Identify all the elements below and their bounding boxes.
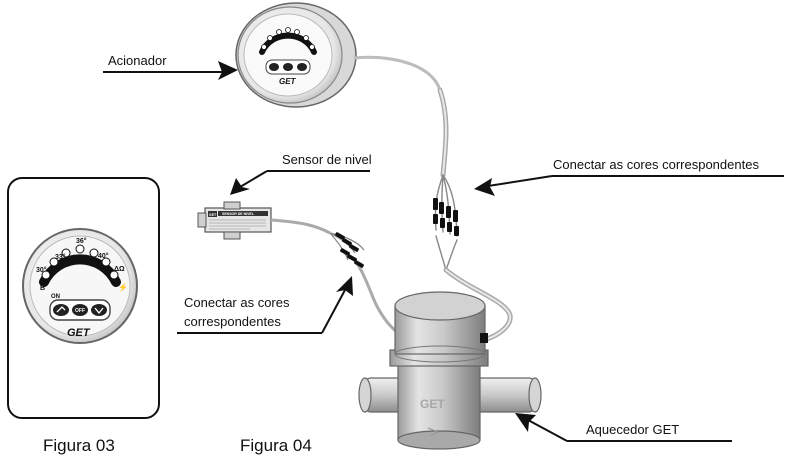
arrow-acionador (103, 61, 238, 80)
scale-label-40: 40° (98, 252, 109, 260)
sensor-cable (270, 218, 406, 340)
label-sensor: Sensor de nivel (282, 152, 372, 167)
scale-label-30: 30° (36, 266, 47, 274)
acionador-cable (434, 87, 513, 343)
caption-figura-03: Figura 03 (43, 436, 115, 455)
arrow-sensor (230, 170, 370, 195)
label-conectar-left-line1: Conectar as cores (184, 295, 290, 310)
wire-connectors-right (433, 198, 459, 236)
scale-label-b: B (40, 285, 45, 292)
acionador-brand-logo: GET (279, 77, 297, 86)
arrow-conectar-left (177, 276, 353, 334)
scale-label-delta: ΔΩ (114, 266, 125, 273)
heater-brand-logo: GET (420, 397, 445, 411)
sensor-device: GET SENSOR DE NIVEL (197, 201, 272, 240)
heater-device: GET (358, 291, 542, 450)
acionador-device: GET (235, 2, 442, 108)
label-conectar-left-line2: correspondentes (184, 314, 281, 329)
label-conectar-right: Conectar as cores correspondentes (553, 157, 759, 172)
sensor-brand-logo: GET (209, 213, 217, 217)
sensor-title: SENSOR DE NIVEL (222, 212, 255, 216)
scale-label-33: 33° (55, 253, 66, 261)
figure-03-controller-panel: B 30° 33° 36° 40° ΔΩ ⚡ ON OFF GET (7, 177, 160, 419)
off-button[interactable]: OFF (72, 304, 88, 316)
wire-connectors-left (335, 232, 364, 268)
brand-logo: GET (67, 327, 91, 339)
arrow-conectar-right (474, 175, 784, 196)
label-aquecedor: Aquecedor GET (586, 422, 679, 437)
lightning-icon: ⚡ (118, 282, 128, 292)
down-button[interactable] (91, 304, 107, 316)
on-label: ON (51, 294, 60, 300)
scale-label-36: 36° (76, 237, 87, 245)
arrow-aquecedor (515, 413, 732, 442)
label-acionador: Acionador (108, 53, 167, 68)
on-button[interactable] (53, 304, 69, 316)
caption-figura-04: Figura 04 (240, 436, 312, 455)
svg-text:OFF: OFF (75, 308, 85, 314)
